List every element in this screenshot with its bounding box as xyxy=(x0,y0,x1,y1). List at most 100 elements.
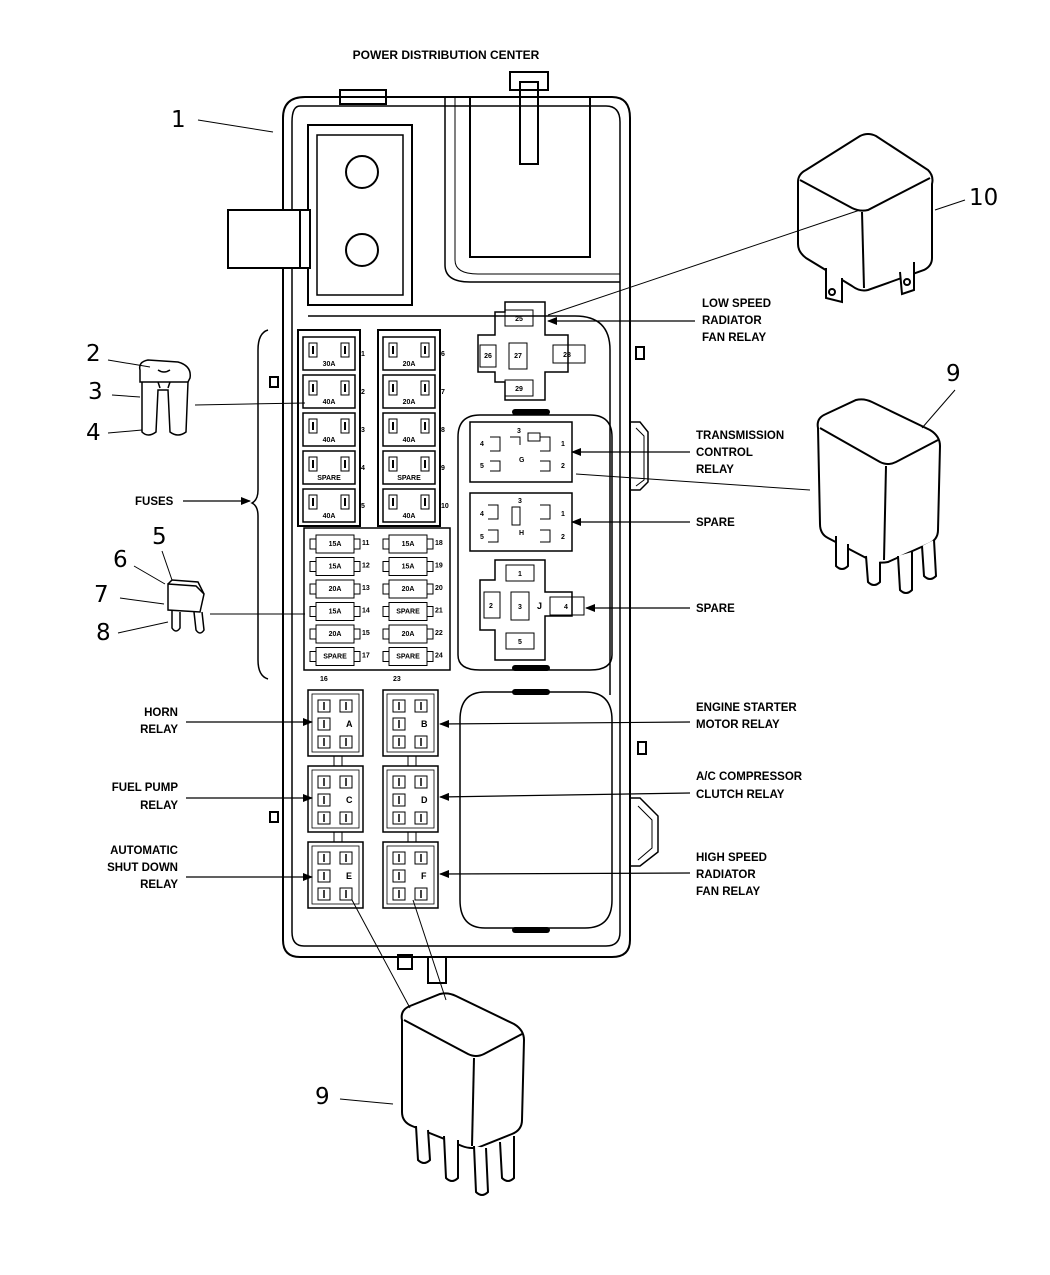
fuse-rating: 40A xyxy=(323,399,336,406)
fuse-rating: 40A xyxy=(403,437,416,444)
callout-10: 10 xyxy=(969,185,998,211)
label-line: RELAY xyxy=(140,724,178,736)
fuse-rating: 20A xyxy=(402,631,415,638)
fuse-rating: 15A xyxy=(329,541,342,548)
fuse-rating: SPARE xyxy=(317,475,341,482)
label-line: HIGH SPEED xyxy=(696,852,767,864)
fuse-rating: 30A xyxy=(323,361,336,368)
label-line: A/C COMPRESSOR xyxy=(696,771,803,783)
fuse-number: 18 xyxy=(435,540,443,547)
label-line: RADIATOR xyxy=(702,315,762,327)
fuse-number: 17 xyxy=(362,653,370,660)
pin-label: 5 xyxy=(480,534,484,541)
mega-fuse-block xyxy=(227,124,413,306)
callout-5-leader xyxy=(161,550,173,581)
pin-label: 1 xyxy=(561,511,565,518)
relay-socket-c: C xyxy=(307,765,364,833)
fuse-number: 8 xyxy=(441,427,445,434)
callout-1: 1 xyxy=(171,107,186,133)
fuse-rating: 40A xyxy=(403,513,416,520)
callout-4: 4 xyxy=(86,420,101,446)
fuse-number: 9 xyxy=(441,465,445,472)
relay-letter: F xyxy=(421,871,427,881)
relay-part-9-bottom xyxy=(400,992,526,1196)
label-line: TRANSMISSION xyxy=(696,430,784,442)
horn-relay-label: HORN RELAY xyxy=(140,707,313,736)
relay-socket-e: E xyxy=(307,841,364,909)
mini-fuse-part xyxy=(167,579,205,634)
maxi-fuse: 40A 2 xyxy=(302,374,365,409)
relay-socket-f: F xyxy=(382,841,439,909)
relay-letter: A xyxy=(346,719,353,729)
ac-compressor-clutch-relay-label: A/C COMPRESSOR CLUTCH RELAY xyxy=(439,771,803,801)
pin-label: 2 xyxy=(561,534,565,541)
label-line: ENGINE STARTER xyxy=(696,702,797,714)
relay-socket-d: D xyxy=(382,765,439,833)
callout-6-leader xyxy=(133,565,166,585)
callout-9-right: 9 xyxy=(946,361,961,387)
label-line: RELAY xyxy=(696,464,734,476)
callout-9-bottom: 9 xyxy=(315,1084,330,1110)
label-line: SPARE xyxy=(696,603,735,615)
fuse-rating: 20A xyxy=(403,399,416,406)
relay-9-bottom-leader-f xyxy=(412,899,447,1001)
relay-letter: H xyxy=(519,530,524,537)
fuse-number: 24 xyxy=(435,653,443,660)
fuse-number: 23 xyxy=(393,676,401,683)
relay-socket-g: 4 3 1 5 2 G xyxy=(469,421,573,483)
fuse-number: 5 xyxy=(361,503,365,510)
maxi-fuse: 40A 10 xyxy=(382,488,449,523)
fuse-rating: 20A xyxy=(403,361,416,368)
fuse-number: 2 xyxy=(361,389,365,396)
callout-2-leader xyxy=(107,359,151,368)
label-line: HORN xyxy=(144,707,178,719)
callout-10-leader xyxy=(934,199,966,211)
transmission-control-relay-label: TRANSMISSION CONTROL RELAY xyxy=(571,430,784,476)
fuse-number: 22 xyxy=(435,630,443,637)
maxi-fuse-panel: 30A140A240A3SPARE440A520A620A740A8SPARE9… xyxy=(297,329,449,527)
fuse-number: 11 xyxy=(362,540,370,547)
callout-3-leader xyxy=(111,394,141,398)
fuse-rating: SPARE xyxy=(397,475,421,482)
relay-letter: B xyxy=(421,719,428,729)
lower-right-compartment xyxy=(459,691,613,929)
relay-socket-region xyxy=(457,414,613,671)
fuse-number: 20 xyxy=(435,585,443,592)
fuse-number: 12 xyxy=(362,563,370,570)
fuse-rating: 20A xyxy=(329,586,342,593)
relay-socket-h: 4 3 1 5 2 H xyxy=(469,492,573,552)
relay-letter: E xyxy=(346,871,352,881)
relay-letter: D xyxy=(421,795,428,805)
maxi-fuse: 40A 8 xyxy=(382,412,445,447)
label-line: FAN RELAY xyxy=(702,332,766,344)
callout-8: 8 xyxy=(96,620,111,646)
relay-socket-j: 1 2 3 J 4 5 xyxy=(479,559,585,661)
pin-label: 3 xyxy=(517,428,521,435)
relay-letter: J xyxy=(537,601,542,611)
automatic-shut-down-relay-label: AUTOMATIC SHUT DOWN RELAY xyxy=(107,845,313,891)
fuse-number: 3 xyxy=(361,427,365,434)
callout-3: 3 xyxy=(88,379,103,405)
fuse-rating: 15A xyxy=(402,541,415,548)
relay-part-9-right xyxy=(816,398,942,594)
engine-starter-motor-relay-label: ENGINE STARTER MOTOR RELAY xyxy=(439,702,797,731)
callout-8-leader xyxy=(117,621,169,634)
pin-label: 4 xyxy=(564,604,568,611)
relay-letter: C xyxy=(346,795,353,805)
fuse-number: 10 xyxy=(441,503,449,510)
relay-bank: A B C D E F xyxy=(307,689,439,909)
callout-5: 5 xyxy=(152,524,167,550)
fuse-number: 14 xyxy=(362,608,370,615)
pin-label: 4 xyxy=(480,441,484,448)
fuse-number: 21 xyxy=(435,608,443,615)
relay-9-bottom-leader-e xyxy=(351,899,411,1009)
mini-fuse: 15A 18 xyxy=(382,534,443,554)
label-line: RELAY xyxy=(140,879,178,891)
